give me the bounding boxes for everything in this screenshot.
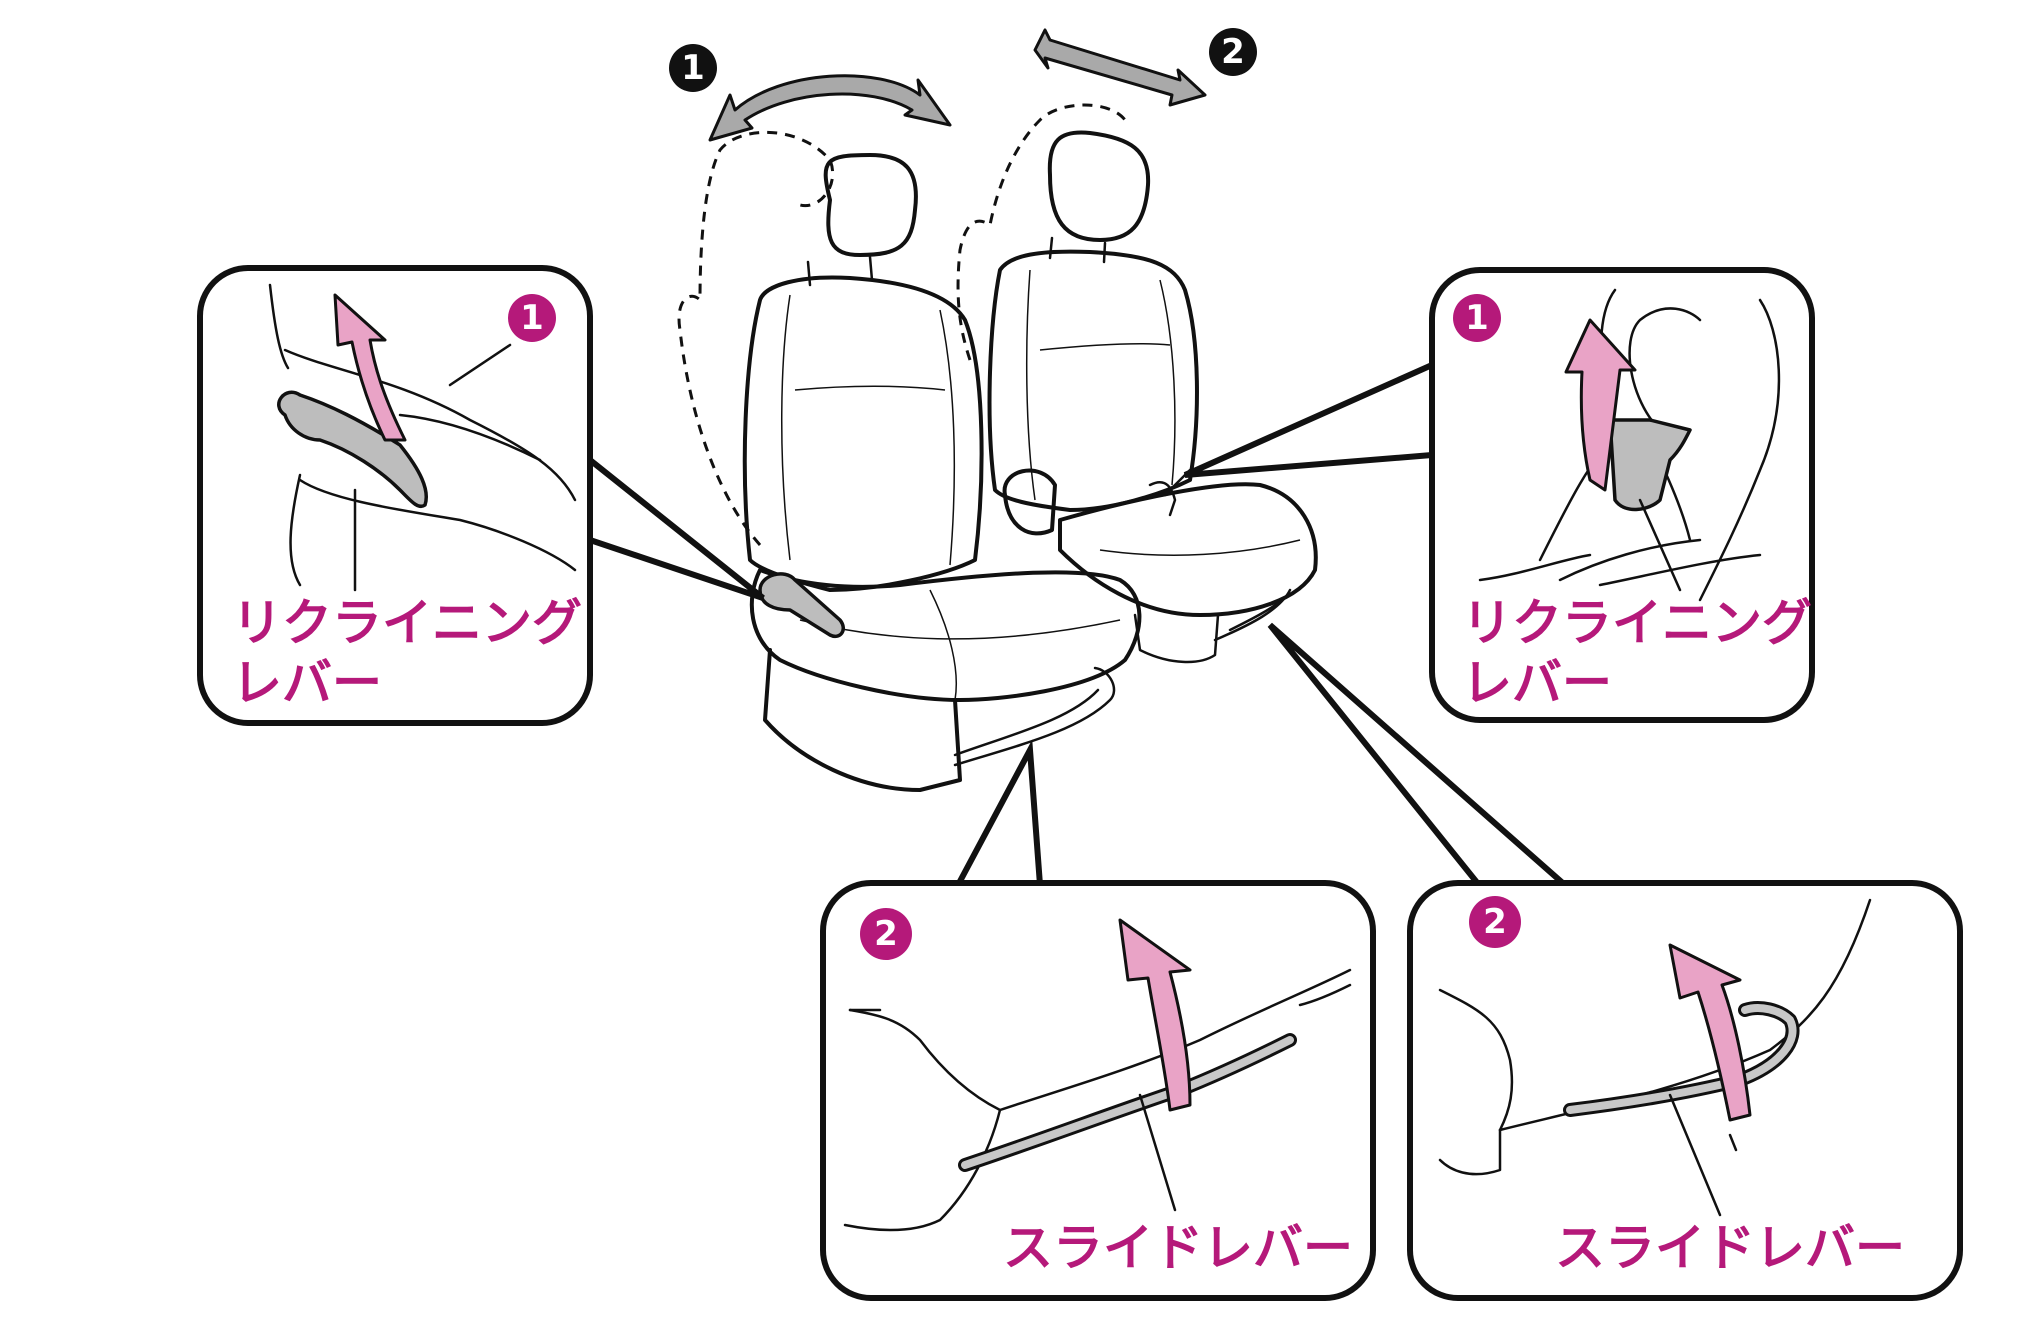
step-1-badge (669, 44, 717, 92)
right-seat (987, 130, 1318, 664)
step-2-badge (1209, 28, 1257, 76)
slide-lever-label-right: スライドレバー (1555, 1219, 1905, 1277)
callout-badge-2-right (1469, 896, 1521, 948)
seat-illustration: 1 2 (669, 28, 1318, 792)
callout-slide-lever-right: 2 スライドレバー (1267, 622, 1963, 1301)
callout-badge-2-left-number: 2 (874, 914, 898, 954)
callout-badge-1-left (508, 294, 556, 342)
callout-badge-1-right-number: 1 (1465, 298, 1489, 338)
recline-lever-label-left-line2: レバー (232, 654, 382, 712)
recline-lever-label-right-line1: リクライニング (1462, 594, 1812, 652)
recline-lever-label-right-line2: レバー (1462, 654, 1612, 712)
left-seat (742, 153, 1142, 792)
slide-direction-arrow (1033, 28, 1207, 107)
recline-direction-arrow (708, 74, 952, 142)
recline-lever-label-left-line1: リクライニング (232, 594, 582, 652)
reclined-seatback-outline-right (956, 103, 1127, 361)
step-2-badge-number: 2 (1221, 32, 1245, 72)
callout-badge-1-left-number: 1 (520, 298, 544, 338)
main-slide-rail (1228, 596, 1287, 632)
callout-badge-1-right (1453, 294, 1501, 342)
callout-badge-2-left (860, 908, 912, 960)
slide-lever-label-left: スライドレバー (1003, 1219, 1353, 1277)
step-1-badge-number: 1 (681, 48, 705, 88)
callout-recline-lever-right: 1 リクライニング レバー (1183, 267, 1815, 723)
callout-recline-lever-left: 1 リクライニング レバー (197, 265, 765, 726)
reclined-seatback-outline-left (677, 130, 835, 546)
callout-badge-2-right-number: 2 (1483, 902, 1507, 942)
callout-slide-lever-left: 2 スライドレバー (820, 739, 1376, 1301)
